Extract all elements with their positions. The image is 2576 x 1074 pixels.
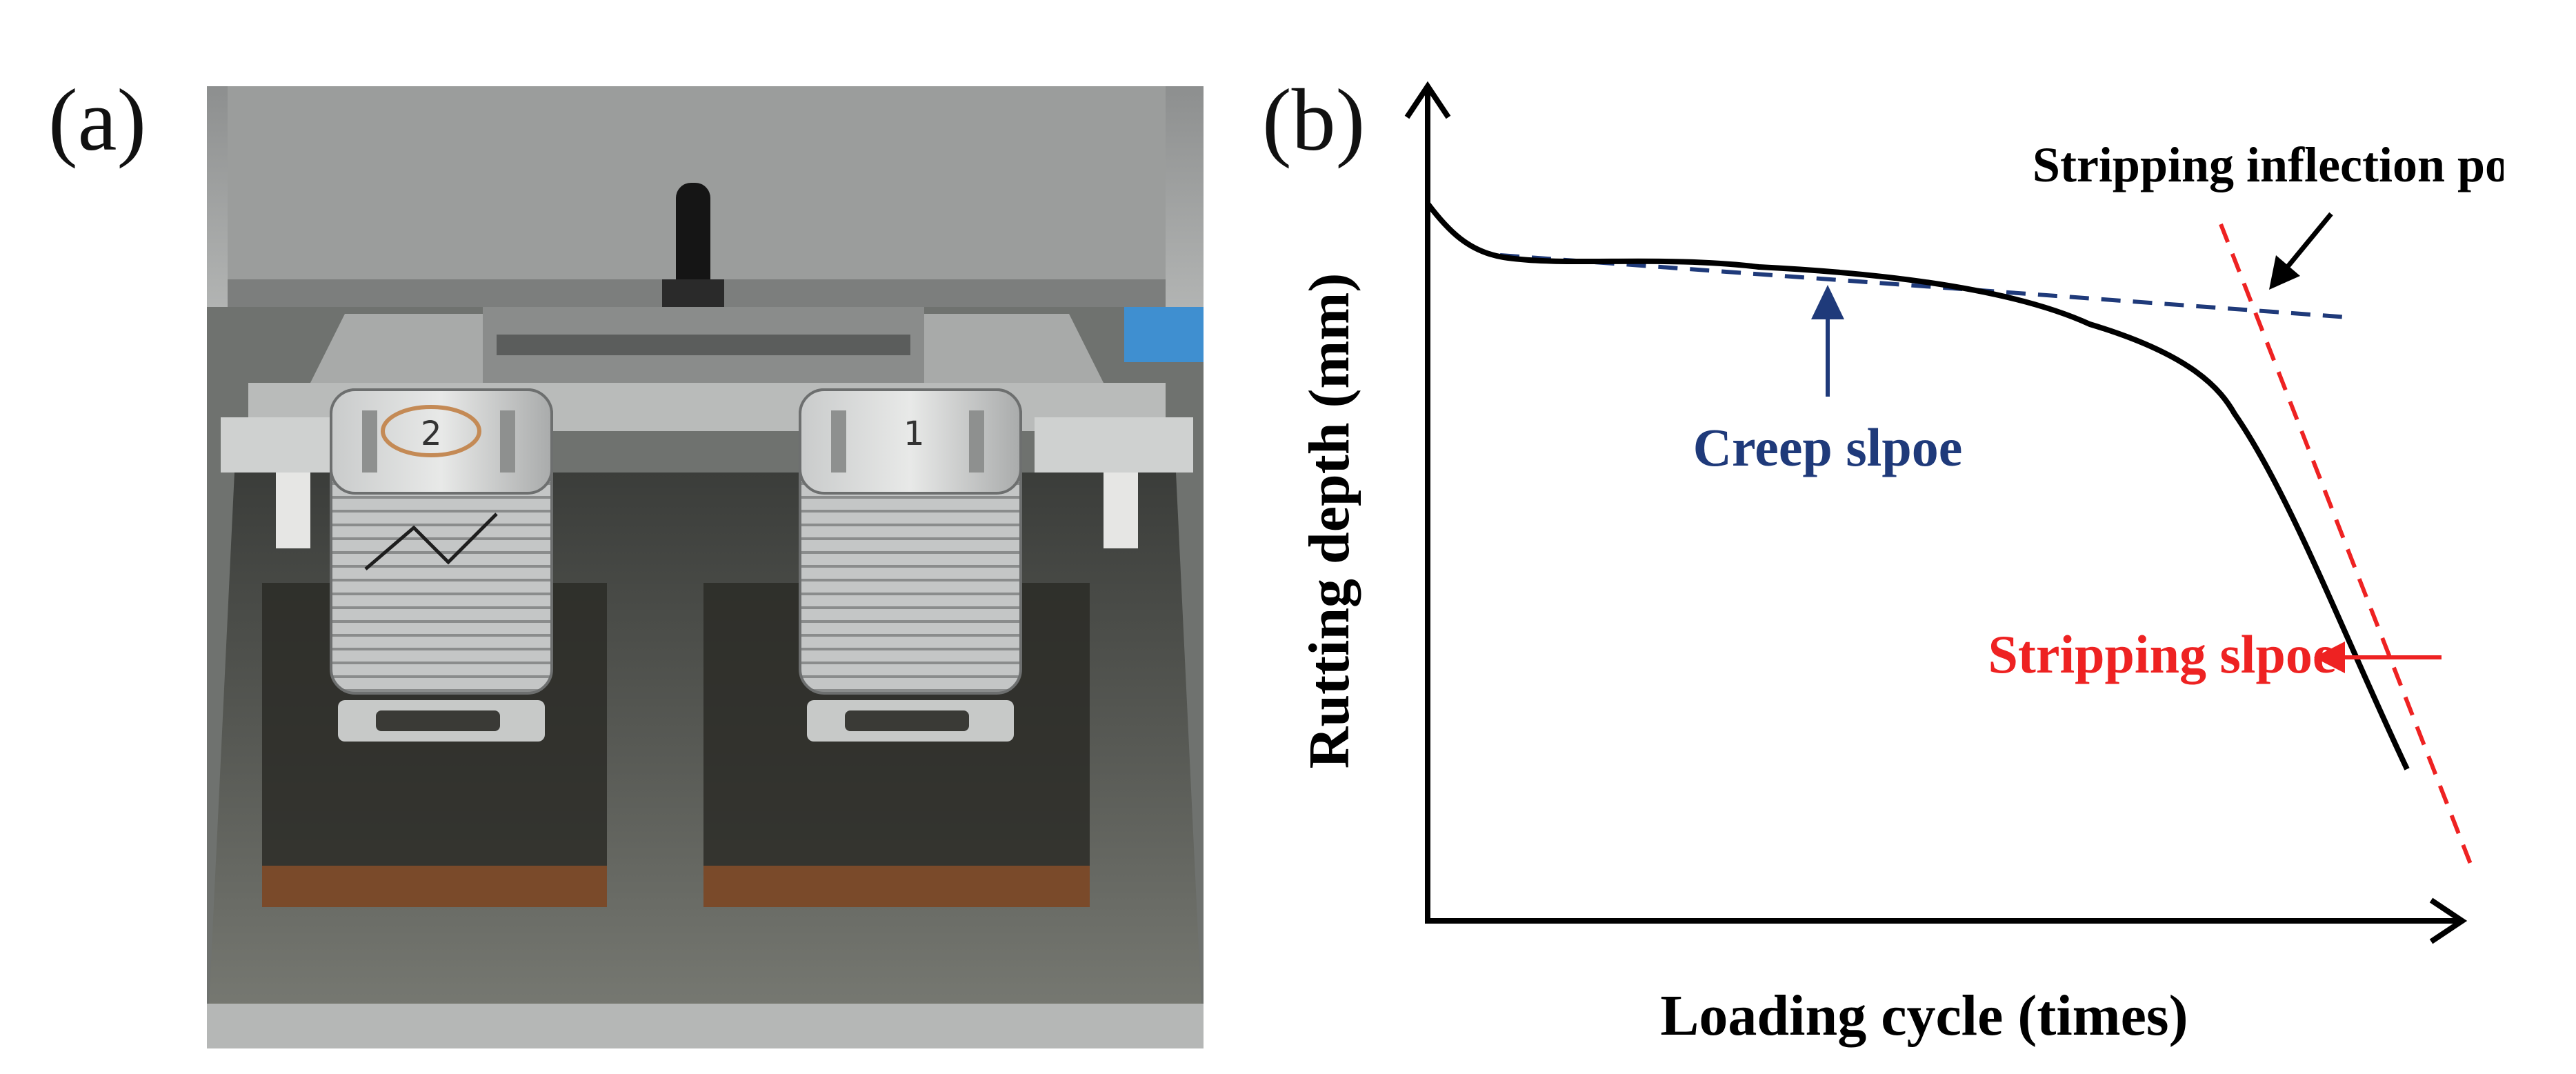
- specimen-mark-2: 2: [421, 415, 442, 453]
- panel-a-label: (a): [48, 71, 147, 169]
- inflection-point-arrowhead: [2269, 255, 2300, 290]
- inflection-point-arrow: [2281, 212, 2333, 275]
- creep-slope-line: [1499, 253, 2349, 319]
- creep-slope-label: Creep slpoe: [1693, 417, 1963, 477]
- creep-slope-arrowhead: [1811, 285, 1844, 319]
- wheel-tracking-device-photo: 2 1: [207, 86, 1204, 1048]
- stripping-slope-line: [2219, 223, 2475, 871]
- x-axis-arrowhead: [2429, 897, 2468, 944]
- y-axis-arrowhead: [1404, 81, 1451, 119]
- rutting-curve-diagram: Rutting depth (mm) Loading cycle (times)…: [1297, 81, 2504, 1048]
- specimen-mark-1: 1: [903, 415, 925, 453]
- inflection-point-label: Stripping inflection point: [2033, 137, 2504, 192]
- stripping-slope-label: Stripping slpoe: [1988, 624, 2337, 684]
- x-axis-label: Loading cycle (times): [1660, 984, 2188, 1048]
- stripping-slope-arrowhead: [2314, 642, 2345, 673]
- rutting-curve: [1425, 201, 2410, 770]
- y-axis-label: Rutting depth (mm): [1297, 273, 1361, 769]
- panel-b-label: (b): [1262, 71, 1366, 169]
